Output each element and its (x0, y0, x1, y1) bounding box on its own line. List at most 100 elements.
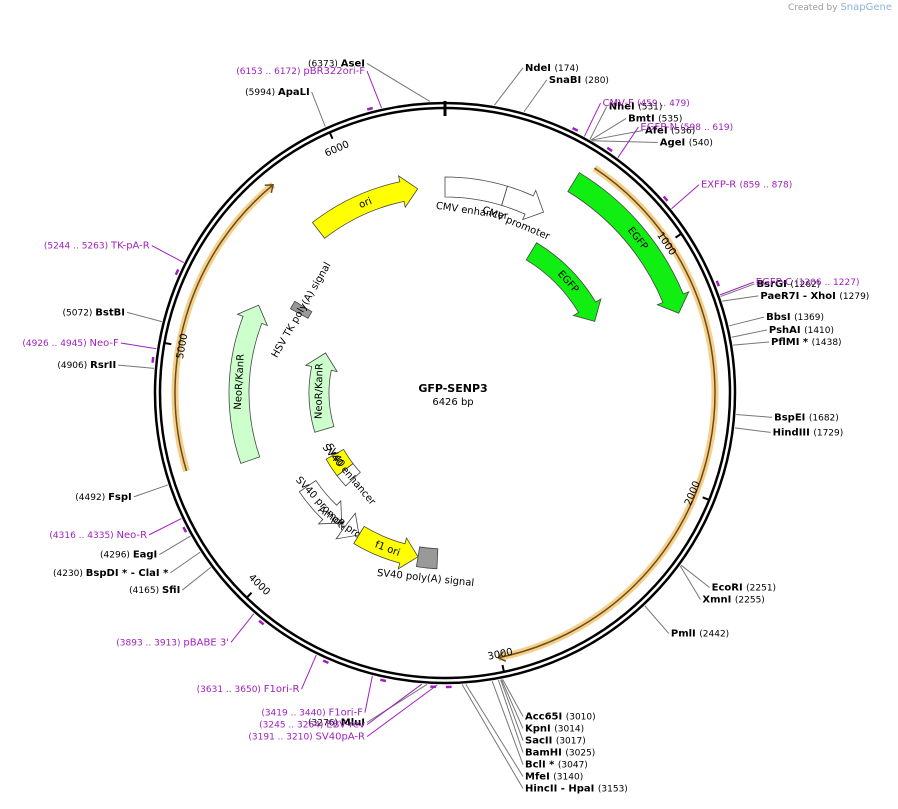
primer-label-egfp-n[interactable]: EGFP-N (598 .. 619) (640, 122, 733, 133)
senp3-orf-glow (497, 165, 719, 662)
feature-label-hsv-tk-polya: HSV TK poly(A) signal (270, 261, 334, 360)
primer-label-cmv-f[interactable]: CMV-F (459 .. 479) (603, 98, 690, 109)
feature-sv40-ori[interactable] (325, 448, 354, 477)
site-leader-nhei (589, 106, 608, 140)
primer-label-exfp-r[interactable]: EXFP-R (859 .. 878) (701, 180, 792, 191)
primer-label-tk-pa-r[interactable]: (5244 .. 5263) TK-pA-R (44, 241, 150, 252)
site-label-mlui[interactable]: (3276) MluI (308, 717, 365, 728)
plasmid-length: 6426 bp (432, 397, 473, 408)
feature-ori[interactable] (311, 175, 419, 239)
primer-label-egfp-c[interactable]: EGFP-C (1206 .. 1227) (756, 277, 860, 288)
primer-mark-neo-r (182, 526, 188, 533)
primer-label-sv40pa-r[interactable]: (3191 .. 3210) SV40pA-R (248, 732, 365, 743)
primer-label-neo-f[interactable]: (4926 .. 4945) Neo-F (22, 338, 119, 349)
site-label-rsrii[interactable]: (4906) RsrII (57, 360, 116, 371)
feature-sv40-polya[interactable] (415, 546, 439, 570)
site-label-sfii[interactable]: (4165) SfiI (129, 585, 180, 596)
site-leader-bbsi (729, 316, 765, 327)
credit-prefix: Created by (788, 3, 838, 13)
site-leader-pflmi (733, 341, 770, 346)
site-label-eagi[interactable]: (4296) EagI (100, 550, 157, 561)
site-label-acc65i[interactable]: Acc65I (3010) (525, 712, 596, 723)
site-label-agei[interactable]: AgeI (540) (660, 137, 713, 148)
feature-cmv-promoter[interactable] (501, 185, 545, 221)
primer-label-pbr322ori-f[interactable]: (6153 .. 6172) pBR322ori-F (236, 66, 365, 77)
site-leader-acc65i (502, 679, 524, 717)
site-label-xmni[interactable]: XmnI (2255) (702, 594, 764, 605)
primer-mark-pbabe-3 (258, 619, 265, 626)
feature-neor-kanr-outer[interactable] (228, 304, 269, 464)
orange-arc-left-arrowhead (264, 184, 275, 194)
site-leader-bmti (590, 118, 627, 141)
site-leader-sacii (500, 679, 524, 741)
site-leader-ndei (494, 67, 524, 106)
primer-mark-egfp-c (715, 280, 721, 287)
site-label-hincii-hpai[interactable]: HincII - HpaI (3153) (525, 784, 628, 795)
site-label-ndei[interactable]: NdeI (174) (525, 63, 579, 74)
primers: CMV-F (459 .. 479) EGFP-N (598 .. 619) EXF… (22, 66, 859, 743)
site-leader-asei (366, 63, 431, 102)
feature-cmv-enhancer[interactable] (444, 176, 508, 206)
primer-label-f1ori-r[interactable]: (3631 .. 3650) F1ori-R (197, 684, 300, 695)
site-leader-bamhi (497, 679, 524, 753)
primer-mark-cmv-f (572, 126, 579, 132)
feature-sv40-promoter[interactable] (298, 480, 343, 525)
site-label-paer7i-xhoi[interactable]: PaeR7I - XhoI (1279) (760, 291, 869, 302)
site-label-mfei[interactable]: MfeI (3140) (525, 772, 583, 783)
site-label-bspdi-clai[interactable]: (4230) BspDI * - ClaI * (53, 568, 169, 579)
site-label-asei[interactable]: (6373) AseI (308, 58, 365, 69)
primer-mark-f1ori-f (380, 678, 387, 683)
site-label-bcli[interactable]: BclI * (3047) (525, 760, 588, 771)
site-label-bspei[interactable]: BspEI (1682) (774, 412, 839, 423)
feature-neor-kanr-inner[interactable] (304, 352, 338, 433)
site-leader-kpni (501, 679, 524, 729)
site-leader-xmni (679, 565, 701, 600)
site-leader-pshai (731, 329, 768, 338)
feature-label-neor-kanr-outer: NeoR/KanR (233, 354, 247, 410)
feature-hsv-tk-polya[interactable] (289, 300, 313, 319)
feature-egfp-2[interactable] (525, 242, 602, 322)
site-label-afei[interactable]: AfeI (536) (645, 125, 695, 136)
tick-label-2000: 2000 (683, 480, 703, 508)
site-leader-hindiii (734, 427, 771, 433)
site-label-ecori[interactable]: EcoRI (2251) (712, 582, 776, 593)
primer-label-neo-r[interactable]: (4316 .. 4335) Neo-R (49, 530, 147, 541)
site-label-apali[interactable]: (5994) ApaLI (245, 87, 310, 98)
site-leader-mlui (366, 684, 428, 723)
site-label-nhei[interactable]: NheI (531) (609, 101, 663, 112)
site-label-bstbi[interactable]: (5072) BstBI (63, 307, 126, 318)
primer-mark-tk-pa-r (174, 268, 180, 276)
feature-egfp[interactable] (567, 172, 690, 314)
site-label-fspi[interactable]: (4492) FspI (75, 492, 131, 503)
site-label-hindiii[interactable]: HindIII (1729) (773, 427, 844, 438)
feature-f1-ori[interactable] (353, 525, 419, 570)
feature-ampr-promoter[interactable] (335, 512, 360, 540)
primer-label-f1ori-f[interactable]: (3419 .. 3440) F1ori-F (261, 708, 363, 719)
orange-arc-left[interactable] (174, 184, 274, 472)
site-label-snabi[interactable]: SnaBI (280) (549, 75, 609, 86)
tick-label-3000: 3000 (487, 647, 514, 663)
tick-label-6000: 6000 (323, 139, 351, 159)
site-leader-bstbi (126, 311, 162, 323)
senp3-orf[interactable] (498, 167, 716, 659)
site-label-pshai[interactable]: PshAI (1410) (769, 325, 834, 336)
site-label-kpni[interactable]: KpnI (3014) (525, 724, 584, 735)
primer-mark-exfp-r (662, 195, 669, 202)
primer-label-ebv-rev[interactable]: (3245 .. 3264) EBV-rev (259, 720, 365, 731)
site-leader-snabi (523, 79, 548, 113)
tick-6000 (328, 131, 334, 140)
site-label-bbsi[interactable]: BbsI (1369) (766, 312, 824, 323)
primer-label-pbabe-3[interactable]: (3893 .. 3913) pBABE 3' (116, 637, 229, 648)
site-label-bmti[interactable]: BmtI (535) (628, 113, 682, 124)
primer-leader-ebv-rev (366, 683, 423, 726)
site-leader-eagi (159, 535, 191, 556)
site-leader-sfii (181, 566, 212, 591)
site-label-bamhi[interactable]: BamHI (3025) (525, 748, 595, 759)
site-leader-paer7i-xhoi (722, 295, 759, 302)
plasmid-name: GFP-SENP3 (418, 382, 487, 395)
site-label-bsrgi[interactable]: BsrGI (1262) (756, 279, 820, 290)
feature-sv40-enhancer[interactable] (336, 463, 361, 487)
site-label-pflmi[interactable]: PflMI * (1438) (771, 337, 842, 348)
site-label-pmli[interactable]: PmlI (2442) (671, 629, 729, 640)
site-label-sacii[interactable]: SacII (3017) (525, 736, 586, 747)
